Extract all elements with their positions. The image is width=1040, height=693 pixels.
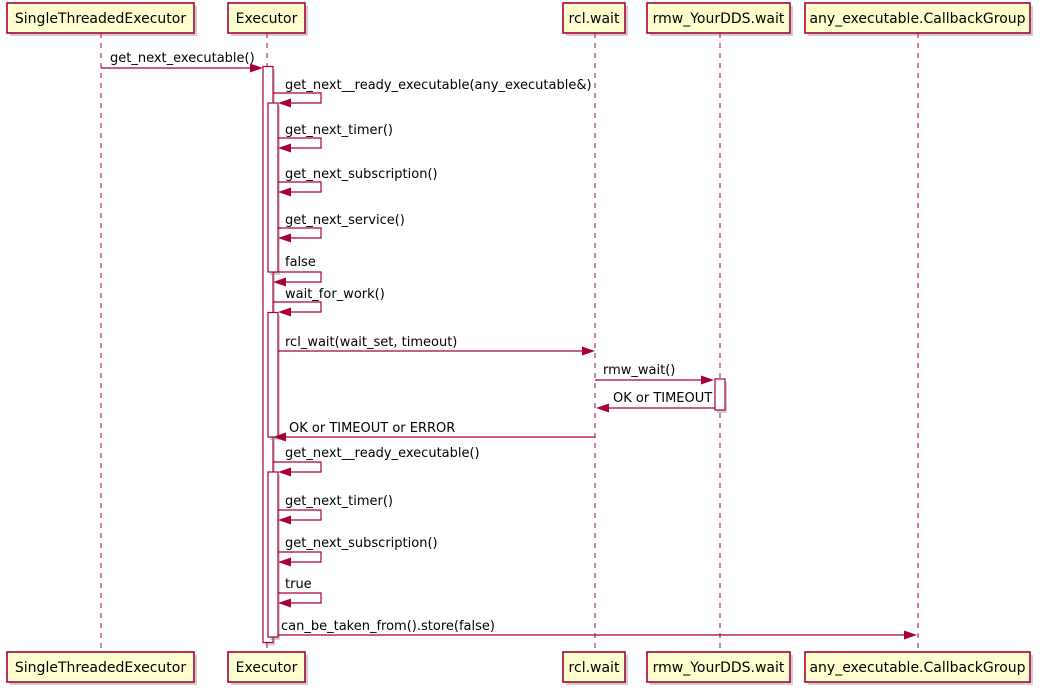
message-label: get_next_timer() [285, 494, 393, 509]
participant-box [646, 651, 791, 683]
participant-label: Executor [236, 11, 298, 27]
self-message-line [273, 92, 322, 104]
arrowhead-icon [904, 630, 917, 640]
participant-label: SingleThreadedExecutor [15, 11, 186, 27]
message-get-next-subscription-2: get_next_subscription() [278, 536, 438, 567]
self-message-line [278, 509, 322, 521]
participant-bottom-rcl-wait: rcl.wait [562, 651, 628, 685]
participant-label: any_executable.CallbackGroup [809, 11, 1025, 27]
arrowhead-icon [278, 233, 291, 243]
participant-label: rmw_YourDDS.wait [653, 11, 785, 27]
message-label: get_next_service() [285, 213, 405, 228]
message-get-next-ready-executable-arg: get_next__ready_executable(any_executabl… [273, 78, 592, 108]
message-get-next-timer-1: get_next_timer() [278, 123, 393, 153]
message-get-next-executable: get_next_executable() [101, 51, 263, 73]
arrowhead-icon [273, 432, 286, 442]
participant-top-singlethreadedexecutor: SingleThreadedExecutor [6, 2, 197, 36]
arrowhead-icon [278, 187, 291, 197]
participant-top-rcl-wait: rcl.wait [562, 2, 628, 36]
message-label: get_next_timer() [285, 123, 393, 138]
participant-top-executor: Executor [227, 2, 308, 36]
message-label: get_next_subscription() [285, 536, 438, 551]
arrowhead-icon [278, 98, 291, 108]
message-label: get_next_executable() [110, 51, 255, 66]
self-message-line [278, 551, 322, 563]
participant-label: rmw_YourDDS.wait [653, 660, 785, 676]
participant-bottom-executor: Executor [227, 651, 308, 685]
message-label: false [285, 255, 316, 270]
arrowhead-icon [273, 277, 286, 287]
self-message-line [278, 137, 322, 149]
message-true-return: true [278, 577, 322, 608]
participant-top-rmw-yourdds-wait: rmw_YourDDS.wait [646, 2, 793, 36]
arrowhead-icon [596, 403, 609, 413]
message-label: true [285, 577, 312, 592]
activation-bar-executor-nested-3 [267, 471, 279, 638]
self-message-line [278, 592, 322, 604]
participant-bottom-any-executable-callbackgroup: any_executable.CallbackGroup [804, 651, 1033, 685]
message-ok-or-timeout: OK or TIMEOUT [596, 391, 715, 413]
participant-box [6, 651, 195, 683]
arrowhead-icon [701, 375, 714, 385]
activation-bar-executor-nested-2 [267, 311, 279, 438]
participant-box [804, 651, 1031, 683]
activation-bar-rmw [714, 378, 726, 411]
message-get-next-subscription-1: get_next_subscription() [278, 167, 438, 197]
participant-box [804, 2, 1031, 34]
arrowhead-icon [278, 307, 291, 317]
self-message-line [273, 301, 322, 313]
participant-label: SingleThreadedExecutor [15, 660, 186, 676]
participant-box [227, 651, 306, 683]
arrowhead-icon [278, 467, 291, 477]
participant-label: rcl.wait [569, 11, 620, 27]
arrowhead-icon [278, 143, 291, 153]
self-message-line [273, 461, 322, 473]
message-get-next-ready-executable: get_next__ready_executable() [273, 446, 480, 477]
message-false-return: false [273, 255, 322, 287]
participant-label: any_executable.CallbackGroup [809, 660, 1025, 676]
message-can-be-taken-from: can_be_taken_from().store(false) [278, 619, 917, 640]
message-rmw-wait: rmw_wait() [595, 363, 714, 385]
participant-bottom-singlethreadedexecutor: SingleThreadedExecutor [6, 651, 197, 685]
arrowhead-icon [278, 598, 291, 608]
participant-top-any-executable-callbackgroup: any_executable.CallbackGroup [804, 2, 1033, 36]
message-label: get_next__ready_executable(any_executabl… [285, 78, 592, 93]
message-label: rcl_wait(wait_set, timeout) [285, 335, 457, 350]
message-get-next-service: get_next_service() [278, 213, 405, 243]
participant-label: rcl.wait [569, 660, 620, 676]
activation-bar-executor-nested-1 [267, 102, 279, 273]
self-message-line [278, 271, 322, 283]
message-wait-for-work: wait_for_work() [273, 287, 385, 317]
self-message-line [278, 227, 322, 239]
message-label: wait_for_work() [285, 287, 385, 302]
message-label: get_next_subscription() [285, 167, 438, 182]
message-label: OK or TIMEOUT or ERROR [289, 421, 455, 436]
message-ok-timeout-error: OK or TIMEOUT or ERROR [273, 421, 595, 442]
self-message-line [278, 181, 322, 193]
message-label: get_next__ready_executable() [285, 446, 480, 461]
participant-box [227, 2, 306, 34]
message-get-next-timer-2: get_next_timer() [278, 494, 393, 525]
arrowhead-icon [582, 346, 595, 356]
message-label: OK or TIMEOUT [613, 391, 712, 406]
participant-box [562, 2, 626, 34]
participant-box [562, 651, 626, 683]
participant-label: Executor [236, 660, 298, 676]
message-label: can_be_taken_from().store(false) [281, 619, 495, 634]
participant-box [646, 2, 791, 34]
arrowhead-icon [278, 515, 291, 525]
arrowhead-icon [250, 63, 263, 73]
participant-box [6, 2, 195, 34]
arrowhead-icon [278, 557, 291, 567]
message-label: rmw_wait() [603, 363, 675, 378]
participant-bottom-rmw-yourdds-wait: rmw_YourDDS.wait [646, 651, 793, 685]
message-rcl-wait: rcl_wait(wait_set, timeout) [278, 335, 595, 356]
